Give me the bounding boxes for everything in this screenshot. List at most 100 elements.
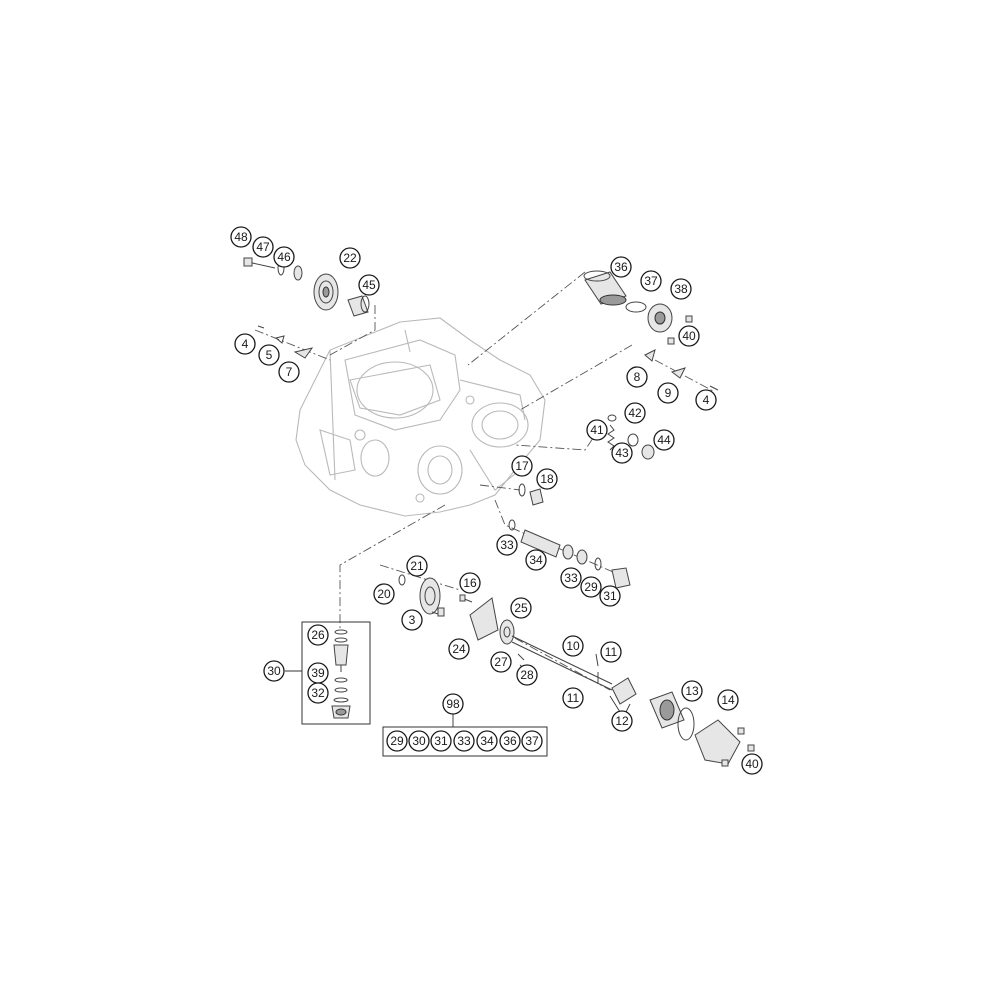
callout-5: 5	[258, 344, 280, 366]
callout-22: 22	[339, 247, 361, 269]
part-valve-26	[333, 629, 349, 672]
kit-item-37: 37	[521, 730, 543, 752]
callout-39: 39	[307, 662, 329, 684]
svg-text:33: 33	[564, 571, 578, 585]
svg-text:34: 34	[480, 734, 494, 748]
part-bolt-48	[243, 257, 276, 269]
callout-32: 32	[307, 682, 329, 704]
svg-text:29: 29	[390, 734, 404, 748]
svg-text:11: 11	[567, 691, 580, 705]
crankcase	[295, 317, 546, 517]
callout-38: 38	[670, 278, 692, 300]
svg-text:26: 26	[311, 628, 325, 642]
callout-7: 7	[278, 361, 300, 383]
svg-text:22: 22	[343, 251, 357, 265]
svg-text:37: 37	[525, 734, 539, 748]
part-screw-40-top	[667, 315, 693, 345]
callout-3: 3	[401, 609, 423, 631]
kit-item-34: 34	[476, 730, 498, 752]
svg-text:27: 27	[494, 655, 508, 669]
kit-item-36: 36	[499, 730, 521, 752]
callout-48: 48	[230, 226, 252, 248]
callout-12: 12	[611, 710, 633, 732]
svg-text:16: 16	[463, 576, 477, 590]
part-spring-39	[334, 677, 348, 693]
part-pin-11	[595, 653, 599, 684]
svg-text:47: 47	[256, 240, 270, 254]
svg-text:18: 18	[540, 472, 554, 486]
part-gear-21	[398, 574, 441, 615]
svg-text:33: 33	[500, 538, 514, 552]
callout-43: 43	[611, 442, 633, 464]
svg-text:98: 98	[446, 697, 460, 711]
svg-text:42: 42	[628, 406, 642, 420]
svg-text:3: 3	[409, 613, 416, 627]
callout-25: 25	[510, 597, 532, 619]
svg-text:38: 38	[674, 282, 688, 296]
callout-11-bottom: 11	[562, 687, 584, 709]
callout-9: 9	[657, 382, 679, 404]
callout-28: 28	[516, 664, 538, 686]
svg-text:5: 5	[266, 348, 273, 362]
part-spring-42	[607, 424, 615, 451]
part-clip-5	[274, 335, 285, 344]
part-plug-44	[641, 444, 655, 460]
part-shaft-33-34	[508, 519, 631, 589]
svg-text:13: 13	[685, 684, 699, 698]
callout-33-bottom: 33	[560, 567, 582, 589]
part-clip-8	[644, 349, 656, 362]
svg-text:14: 14	[721, 693, 735, 707]
callout-37: 37	[640, 270, 662, 292]
svg-text:21: 21	[410, 559, 424, 573]
svg-text:11: 11	[605, 645, 618, 659]
kit-item-29: 29	[386, 730, 408, 752]
callout-34-top: 34	[525, 549, 547, 571]
part-wedge-7	[293, 347, 314, 359]
part-oring-37	[625, 301, 647, 313]
callout-13: 13	[681, 680, 703, 702]
callout-11-top: 11	[600, 641, 622, 663]
callout-42: 42	[624, 402, 646, 424]
part-plate-24	[469, 597, 499, 641]
svg-text:32: 32	[311, 686, 325, 700]
part-shaft-10	[511, 635, 613, 691]
callout-44: 44	[653, 429, 675, 451]
svg-text:34: 34	[529, 553, 543, 567]
svg-text:41: 41	[590, 423, 604, 437]
svg-text:36: 36	[503, 734, 517, 748]
callout-41: 41	[586, 419, 608, 441]
callout-45: 45	[358, 274, 380, 296]
svg-text:4: 4	[242, 337, 249, 351]
callout-36: 36	[610, 256, 632, 278]
part-screw-40-bottom	[721, 727, 755, 767]
svg-text:8: 8	[634, 370, 641, 384]
svg-text:4: 4	[703, 393, 710, 407]
callout-4-left: 4	[234, 333, 256, 355]
part-filter-36	[583, 270, 627, 306]
callout-16: 16	[459, 572, 481, 594]
part-bolt-16	[459, 594, 473, 603]
part-bolt-3	[431, 607, 445, 617]
part-impeller-12	[611, 677, 637, 705]
svg-text:46: 46	[277, 250, 291, 264]
part-gear-22	[313, 273, 339, 311]
part-cover-38	[647, 303, 673, 333]
callout-18: 18	[536, 468, 558, 490]
callout-14: 14	[717, 689, 739, 711]
svg-text:43: 43	[615, 446, 629, 460]
callouts: 48 47 46 22 45 4 5 7 36 37 38 40 8 9 4 4…	[230, 226, 763, 775]
part-bushing-45	[347, 295, 370, 317]
svg-text:40: 40	[682, 329, 696, 343]
part-wedge-9	[670, 367, 686, 379]
svg-text:45: 45	[362, 278, 376, 292]
svg-text:7: 7	[286, 365, 293, 379]
callout-33-top: 33	[496, 534, 518, 556]
svg-text:40: 40	[745, 757, 759, 771]
svg-text:31: 31	[603, 589, 617, 603]
svg-text:29: 29	[584, 580, 598, 594]
callout-8: 8	[626, 366, 648, 388]
part-washer-43	[627, 433, 639, 447]
part-pin-4-right	[709, 385, 719, 391]
svg-text:25: 25	[514, 601, 528, 615]
